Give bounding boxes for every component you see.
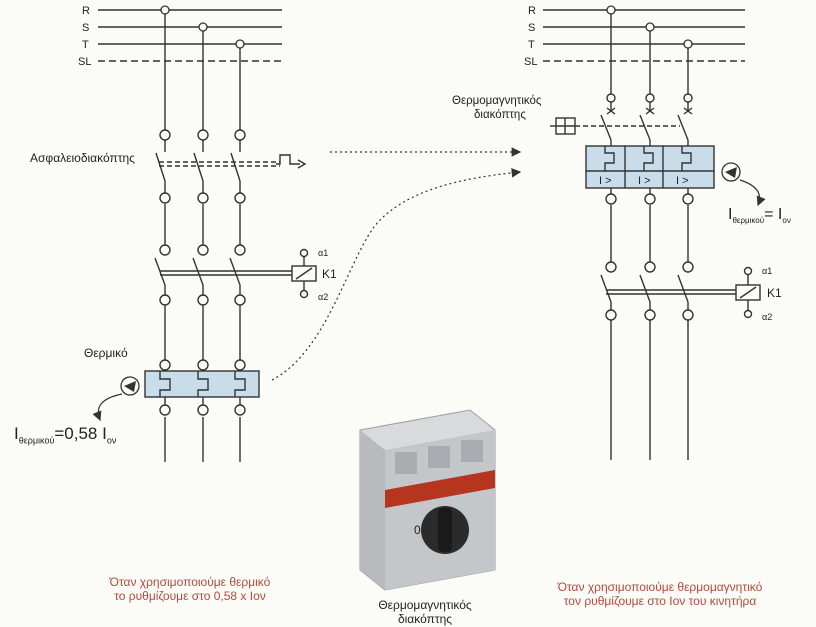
right-junction-dots (606, 5, 693, 49)
right-trip-symbol-r: I > (599, 175, 612, 187)
left-formula-i: I (14, 424, 19, 443)
left-contactor (154, 244, 317, 306)
right-breaker-label-line2: διακόπτης (474, 109, 526, 121)
right-bus-label-sl: SL (524, 56, 537, 68)
photo-caption: Θερμομαγνητικός διακόπτης (350, 598, 500, 626)
left-junction-dots (160, 5, 245, 49)
right-coil-a2: α2 (762, 312, 772, 322)
left-bus-label-t: T (82, 39, 89, 51)
left-bus-label-r: R (82, 5, 90, 17)
photo-caption-line1: Θερμομαγνητικός (378, 598, 472, 612)
right-bus-bars (543, 9, 745, 62)
right-bus-label-s: S (528, 22, 535, 34)
right-bus-label-t: T (528, 39, 535, 51)
right-caption-line2: τον ρυθμίζουμε στο Ιον του κινητήρα (563, 594, 757, 608)
photo-caption-line2: διακόπτης (397, 612, 453, 626)
left-thermal-label: Θερμικό (84, 346, 128, 360)
left-formula: Iθερμικού=0,58 Iον (14, 424, 116, 445)
left-bus-label-s: S (82, 22, 89, 34)
right-phase-wires (610, 10, 689, 460)
left-adjust-dial-icon (92, 376, 140, 422)
left-bus-label-sl: SL (78, 56, 91, 68)
right-bus-label-r: R (528, 5, 536, 17)
left-phase-wires (164, 10, 241, 462)
right-coil-label: K1 (767, 286, 782, 300)
svg-text:0: 0 (414, 523, 421, 537)
right-caption-line1: Όταν χρησιμοποιούμε θερμομαγνητικό (557, 580, 763, 594)
right-caption: Όταν χρησιμοποιούμε θερμομαγνητικό τον ρ… (520, 580, 800, 608)
left-formula-sub2: ον (106, 435, 117, 446)
right-adjust-dial-icon (721, 162, 766, 207)
left-coil-a1: α1 (318, 248, 328, 258)
left-breaker-label: Ασφαλειοδιακόπτης (30, 151, 135, 165)
left-thermal-relay (144, 359, 260, 416)
connector-arrows (271, 147, 522, 381)
left-formula-rest: =0,58 I (54, 424, 107, 443)
right-formula-i: I (728, 206, 733, 223)
left-formula-sub: θερμικού (18, 435, 55, 446)
right-formula-rest: = I (764, 206, 783, 223)
right-contactor (600, 261, 761, 321)
right-coil-a1: α1 (762, 266, 772, 276)
left-coil-a2: α2 (318, 292, 328, 302)
right-trip-symbol-t: I > (676, 175, 689, 187)
breaker-photo: 0 (359, 409, 496, 591)
left-fuse-switch (155, 129, 307, 204)
right-thermomagnetic-breaker (550, 93, 715, 205)
left-coil-label: K1 (322, 267, 337, 281)
left-caption-line2: το ρυθμίζουμε στο 0,58 x Ιον (114, 589, 266, 603)
left-caption: Όταν χρησιμοποιούμε θερμικό το ρυθμίζουμ… (60, 575, 320, 603)
right-formula-sub2: ον (782, 216, 791, 226)
left-caption-line1: Όταν χρησιμοποιούμε θερμικό (109, 575, 271, 589)
right-trip-symbol-s: I > (638, 175, 651, 187)
right-breaker-label-line1: Θερμομαγνητικός (452, 95, 542, 107)
left-bus-bars (98, 9, 282, 62)
right-formula: Iθερμικού= Iον (728, 206, 791, 225)
right-formula-sub: θερμικού (732, 216, 765, 226)
